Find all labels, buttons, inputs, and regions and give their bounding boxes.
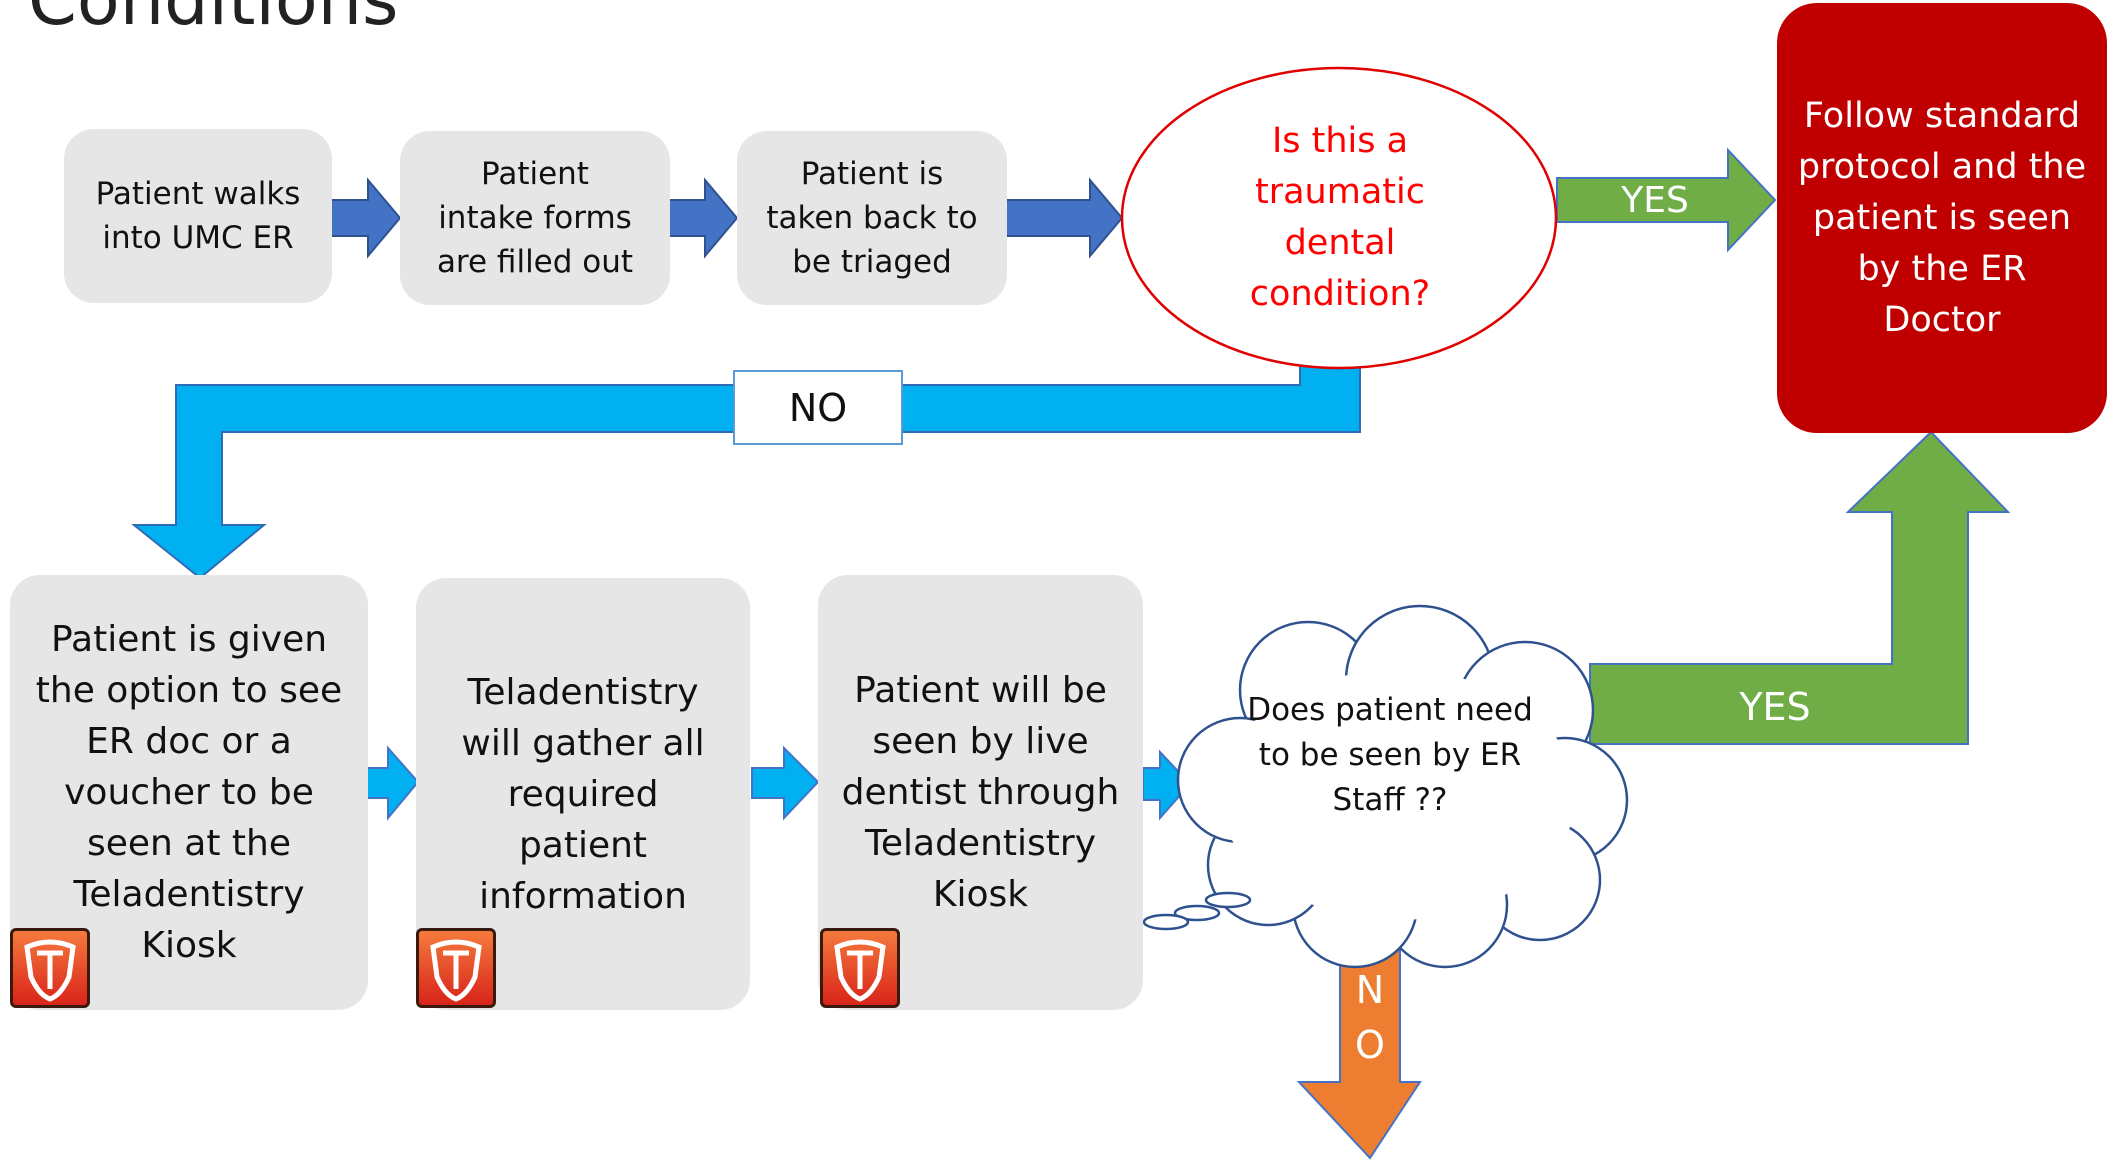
arrow-gather-to-live bbox=[751, 745, 820, 821]
arrow-live-to-cloud bbox=[1142, 749, 1192, 821]
arrow-triage-to-decision bbox=[1002, 177, 1124, 259]
edge-label-yes-top: YES bbox=[1621, 179, 1689, 221]
cloud-bubble-3 bbox=[1142, 913, 1190, 931]
edge-label-no-bottom-n: N bbox=[1355, 968, 1385, 1012]
decision-traumatic: Is this a traumatic dental condition? bbox=[1249, 120, 1431, 314]
decision-er-staff: Does patient need to be seen by ER Staff… bbox=[1247, 691, 1533, 818]
arrow-yes-bottom bbox=[1589, 430, 2011, 745]
arrow-no-top bbox=[131, 349, 1361, 580]
tooth-shield-icon bbox=[430, 939, 482, 1002]
node-option: Patient is given the option to see ER do… bbox=[10, 575, 368, 1010]
arrow-intake-to-triage bbox=[666, 177, 739, 259]
cloud-bubble-1 bbox=[1204, 891, 1252, 909]
edge-label-no-bottom-o: O bbox=[1355, 1023, 1385, 1067]
page-title: Conditions bbox=[28, 0, 399, 41]
node-walk-in: Patient walks into UMC ER bbox=[64, 129, 332, 303]
teladentistry-logo bbox=[820, 928, 900, 1008]
cloud-bubble-2 bbox=[1173, 904, 1221, 922]
decision-traumatic-shape bbox=[1120, 66, 1558, 370]
tooth-shield-icon bbox=[834, 939, 886, 1002]
arrow-option-to-gather bbox=[363, 745, 420, 821]
teladentistry-logo bbox=[416, 928, 496, 1008]
edge-label-yes-bottom: YES bbox=[1739, 685, 1811, 729]
node-triage: Patient is taken back to be triaged bbox=[737, 131, 1007, 305]
edge-label-no-top: NO bbox=[733, 370, 903, 445]
node-er-doctor: Follow standard protocol and the patient… bbox=[1777, 3, 2107, 433]
teladentistry-logo bbox=[10, 928, 90, 1008]
arrow-yes-top bbox=[1556, 147, 1777, 253]
arrow-no-bottom bbox=[1296, 923, 1422, 1160]
arrow-walkin-to-intake bbox=[329, 177, 402, 259]
node-intake: Patient intake forms are filled out bbox=[400, 131, 670, 305]
tooth-shield-icon bbox=[24, 939, 76, 1002]
